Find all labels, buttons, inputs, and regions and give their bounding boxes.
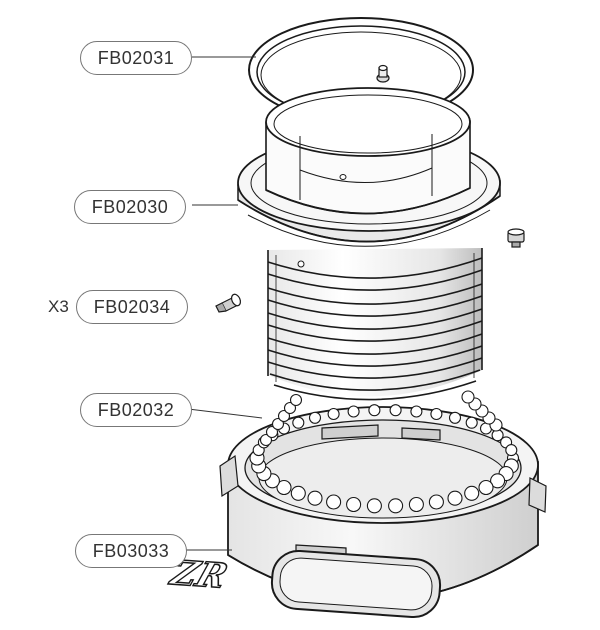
bead — [307, 490, 323, 506]
bead — [366, 498, 382, 514]
bead — [465, 416, 478, 429]
bead — [283, 401, 297, 415]
bead — [447, 490, 463, 506]
bead — [265, 425, 279, 439]
bead — [347, 405, 360, 418]
bead — [505, 444, 518, 457]
bead — [428, 494, 444, 510]
bead — [448, 411, 462, 424]
zr-logo-badge: ZR — [163, 549, 442, 619]
bead — [346, 496, 362, 513]
bead — [277, 409, 291, 423]
bead — [389, 404, 402, 417]
flange-bellows-part — [237, 87, 501, 401]
callout-fb02030: FB02030 — [74, 190, 186, 224]
screw-part-right — [507, 228, 525, 248]
bead — [276, 479, 292, 496]
bead — [464, 485, 480, 501]
bead — [478, 479, 494, 496]
bead — [368, 404, 381, 417]
callout-fb02032: FB02032 — [80, 393, 192, 427]
bead — [271, 417, 285, 431]
bead — [290, 485, 306, 501]
bead — [388, 498, 404, 514]
bead — [289, 393, 303, 407]
callout-fb02034: FB02034 — [76, 290, 188, 324]
callout-fb02031: FB02031 — [80, 41, 192, 75]
bead — [326, 494, 342, 510]
bead — [292, 416, 305, 429]
bead — [461, 390, 475, 404]
bead — [308, 411, 322, 424]
screw-part-left — [215, 293, 242, 313]
bead — [259, 433, 273, 447]
bead — [408, 496, 424, 513]
base-collar-part: ZR — [163, 406, 547, 619]
bead — [327, 407, 340, 421]
inner-sleeve — [265, 87, 471, 215]
bead-ring-part — [249, 390, 520, 514]
bellows-corrugations — [267, 248, 483, 401]
bead — [430, 407, 443, 421]
bead — [410, 405, 423, 418]
ring-nipple — [376, 64, 390, 83]
quantity-label: X3 — [48, 297, 69, 316]
leader-lines — [179, 56, 263, 551]
bead — [490, 473, 506, 489]
callout-fb03033: FB03033 — [75, 534, 187, 568]
